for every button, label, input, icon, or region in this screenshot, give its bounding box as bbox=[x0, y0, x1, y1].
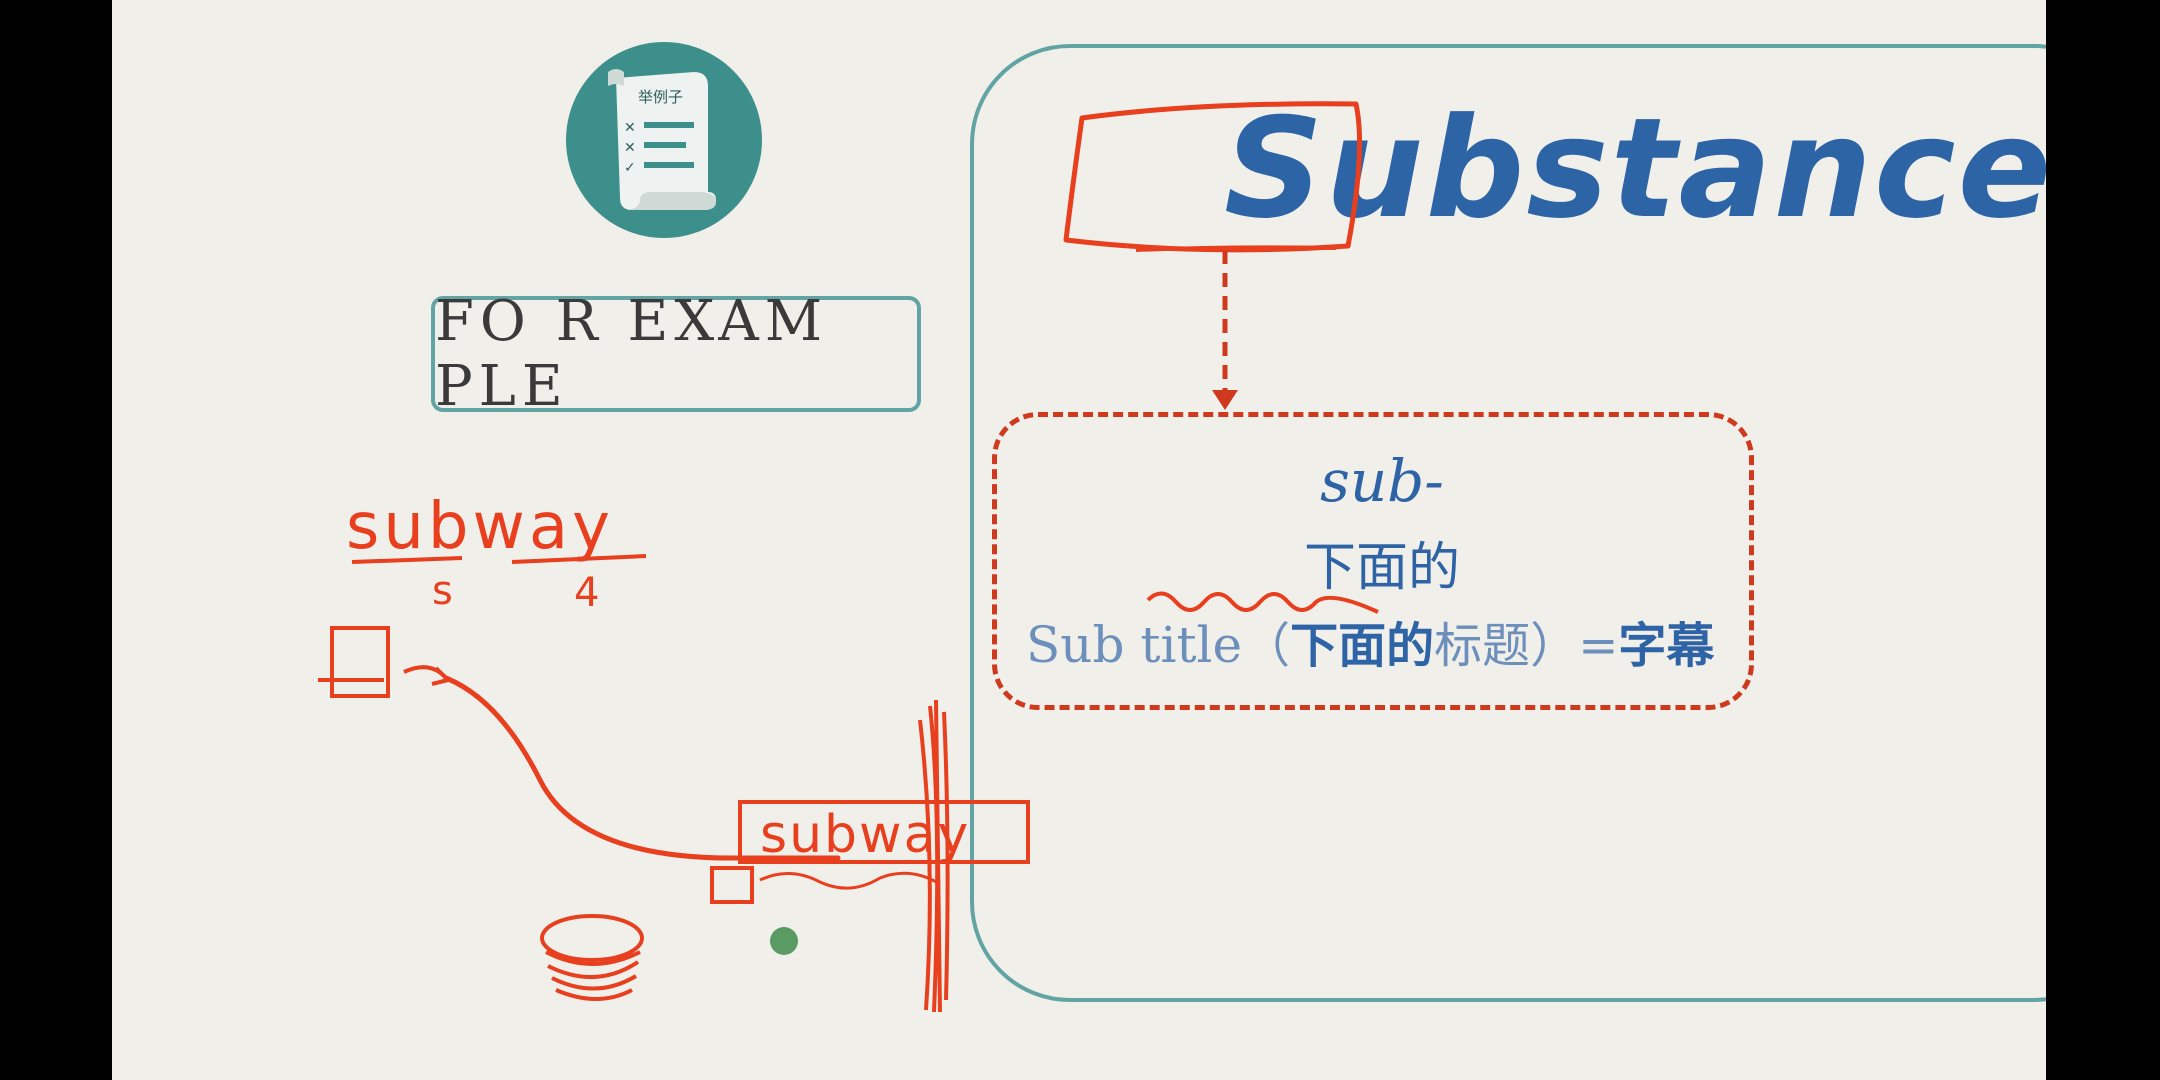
example-word: Sub title bbox=[1026, 616, 1243, 674]
example-meaning-strong: 下面的 bbox=[1290, 618, 1435, 674]
main-word-prefix: Sub bbox=[1224, 88, 1527, 249]
lesson-slide: 举例子 ✕ ✕ ✓ FO R EXAM PLE Substance sub- 下… bbox=[112, 0, 2046, 1080]
svg-text:✕: ✕ bbox=[624, 140, 636, 156]
example-open-paren: （ bbox=[1242, 618, 1291, 674]
example-icon-label: 举例子 bbox=[638, 88, 683, 106]
example-translation: 字幕 bbox=[1618, 618, 1715, 674]
prefix-label: sub- bbox=[1320, 447, 1444, 515]
svg-text:✓: ✓ bbox=[624, 160, 636, 176]
example-equals: = bbox=[1578, 618, 1619, 674]
prefix-meaning: 下面的 bbox=[1303, 538, 1460, 598]
for-example-box: FO R EXAM PLE bbox=[431, 289, 921, 419]
example-badge: 举例子 ✕ ✕ ✓ bbox=[566, 42, 762, 238]
main-word-root: stance bbox=[1526, 88, 2046, 249]
example-meaning-light: 标题 bbox=[1434, 618, 1531, 674]
svg-text:✕: ✕ bbox=[624, 120, 636, 136]
example-document-icon: 举例子 ✕ ✕ ✓ bbox=[608, 69, 716, 210]
definition-box bbox=[992, 412, 1754, 710]
word-panel bbox=[970, 44, 2046, 1002]
main-word: Substance bbox=[1224, 100, 2046, 238]
pen-cursor bbox=[770, 927, 798, 955]
example-sentence: Sub title（下面的标题）=字幕 bbox=[1026, 620, 1726, 670]
for-example-label: FO R EXAM PLE bbox=[435, 289, 829, 419]
example-close-paren: ） bbox=[1530, 618, 1579, 674]
